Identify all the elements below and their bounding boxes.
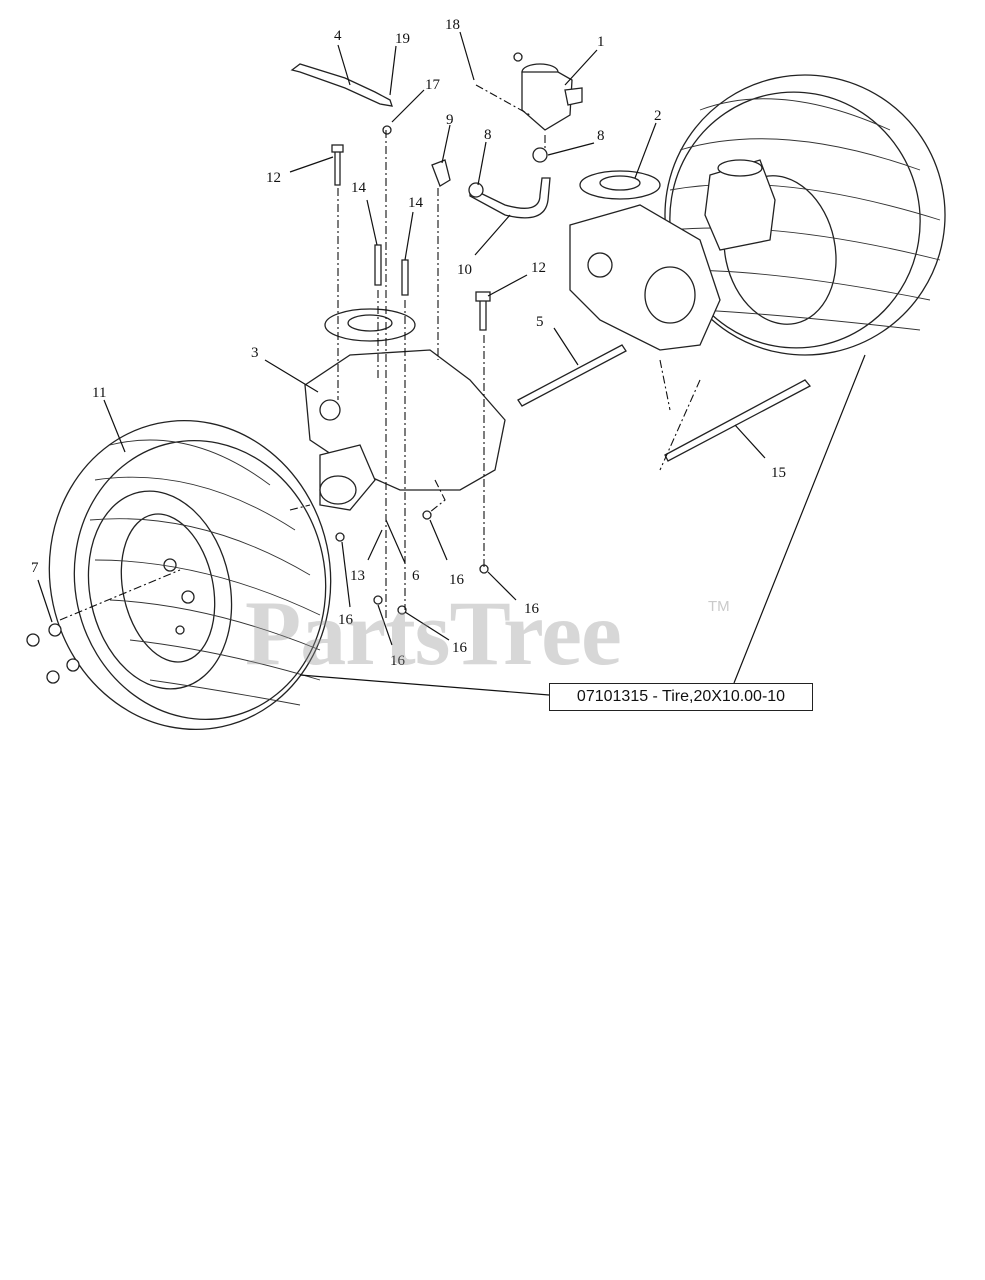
callout-16b: 16 xyxy=(449,572,465,588)
lug-nut[interactable] xyxy=(46,670,60,684)
hose-clamp[interactable] xyxy=(532,147,548,163)
callout-2: 2 xyxy=(654,108,662,124)
callout-6: 6 xyxy=(412,568,420,584)
callout-16d: 16 xyxy=(390,653,406,669)
control-rod[interactable] xyxy=(290,63,393,107)
nut[interactable] xyxy=(335,532,345,542)
lug-nut[interactable] xyxy=(66,658,80,672)
callout-5: 5 xyxy=(536,314,544,330)
bolt[interactable] xyxy=(479,299,487,331)
bolt[interactable] xyxy=(401,259,409,296)
callout-16c: 16 xyxy=(524,601,540,617)
callout-12b: 12 xyxy=(531,260,546,276)
callout-18: 18 xyxy=(445,17,460,33)
nut[interactable] xyxy=(397,605,407,615)
callout-7: 7 xyxy=(31,560,39,576)
callout-9: 9 xyxy=(446,112,454,128)
callout-16e: 16 xyxy=(452,640,468,656)
callout-13: 13 xyxy=(350,568,365,584)
bolt[interactable] xyxy=(334,149,341,186)
bolt-head xyxy=(331,144,344,153)
watermark-trademark: TM xyxy=(708,598,730,615)
callout-16a: 16 xyxy=(338,612,354,628)
callout-14b: 14 xyxy=(408,195,424,211)
hose[interactable] xyxy=(469,177,551,219)
nut[interactable] xyxy=(422,510,432,520)
bolt-head xyxy=(475,291,491,302)
watermark-logo: PartsTree xyxy=(245,582,622,684)
fitting[interactable] xyxy=(431,159,451,187)
pump-assembly[interactable] xyxy=(513,52,583,131)
nut[interactable] xyxy=(373,595,383,605)
callout-14a: 14 xyxy=(351,180,367,196)
axle-shaft[interactable] xyxy=(517,344,627,407)
callout-1: 1 xyxy=(597,34,605,50)
right-transaxle[interactable] xyxy=(569,159,776,351)
callout-3: 3 xyxy=(251,345,259,361)
callout-11: 11 xyxy=(92,385,106,401)
callout-8b: 8 xyxy=(597,128,605,144)
lug-nut[interactable] xyxy=(48,623,62,637)
bolt[interactable] xyxy=(374,244,382,286)
part-number-callout[interactable]: 07101315 - Tire,20X10.00-10 xyxy=(549,683,813,711)
callout-10: 10 xyxy=(457,262,472,278)
callout-8a: 8 xyxy=(484,127,492,143)
callout-19: 19 xyxy=(395,31,410,47)
callout-12a: 12 xyxy=(266,170,281,186)
callout-4: 4 xyxy=(334,28,342,44)
right-tire[interactable] xyxy=(639,49,971,381)
leader-lines xyxy=(37,31,866,696)
hose-clamp[interactable] xyxy=(468,182,484,198)
callout-15: 15 xyxy=(771,465,786,481)
long-bolt[interactable] xyxy=(664,379,812,462)
lug-nut[interactable] xyxy=(26,633,40,647)
left-tire[interactable] xyxy=(21,394,359,755)
callout-17: 17 xyxy=(425,77,441,93)
callout-labels: 1 2 3 4 5 6 7 8 8 9 10 11 12 12 13 14 14… xyxy=(31,17,786,669)
nut[interactable] xyxy=(382,125,392,135)
